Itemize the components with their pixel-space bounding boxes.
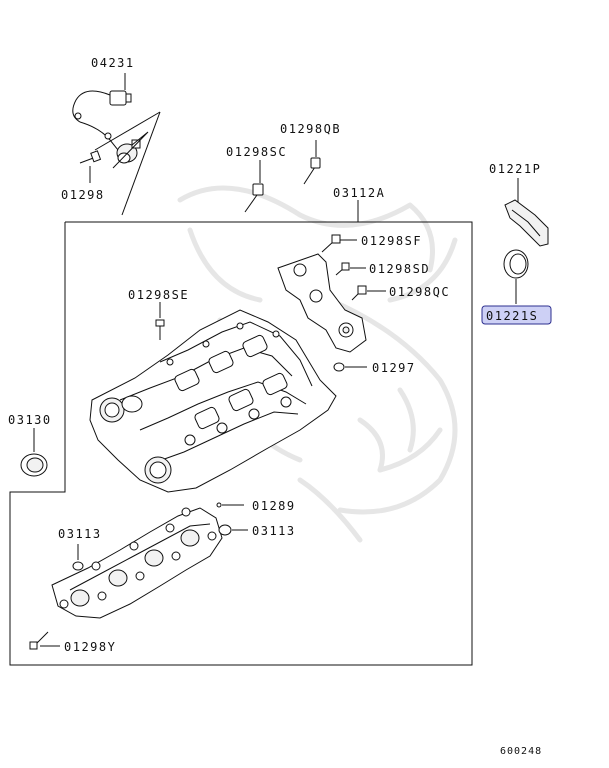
pin-01289[interactable]: [216, 502, 222, 508]
label-03113-left: 03113: [58, 527, 102, 541]
label-01221S[interactable]: 01221S: [486, 309, 538, 323]
cover-01221P[interactable]: [504, 199, 549, 247]
oil-seal-01221S[interactable]: [503, 249, 529, 279]
bolt-01298QB[interactable]: [303, 157, 321, 185]
label-01298QB: 01298QB: [280, 122, 341, 136]
bolt-01298[interactable]: [79, 150, 102, 164]
label-01298SD: 01298SD: [369, 262, 430, 276]
plug-01297[interactable]: [333, 362, 345, 372]
label-01298Y: 01298Y: [64, 640, 116, 654]
label-01289: 01289: [252, 499, 296, 513]
bolt-01298Y[interactable]: [29, 631, 49, 650]
bearing-cap-upper[interactable]: [277, 253, 367, 353]
label-01298SC: 01298SC: [226, 145, 287, 159]
label-01297: 01297: [372, 361, 416, 375]
diagram-code: 600248: [500, 746, 542, 757]
bolt-01298SF[interactable]: [321, 234, 341, 253]
label-03112A: 03112A: [333, 186, 385, 200]
bolt-01298SC[interactable]: [244, 183, 264, 213]
dowel-03113-left[interactable]: [72, 561, 84, 571]
label-01221P: 01221P: [489, 162, 541, 176]
oil-seal-03130[interactable]: [20, 453, 48, 477]
label-01298SE: 01298SE: [128, 288, 189, 302]
label-03113-right: 03113: [252, 524, 296, 538]
label-04231: 04231: [91, 56, 135, 70]
cylinder-head-03112A[interactable]: [89, 309, 337, 493]
bearing-cap-lower[interactable]: [51, 507, 223, 619]
label-01298SF: 01298SF: [361, 234, 422, 248]
label-01298QC: 01298QC: [389, 285, 450, 299]
dowel-03113-right[interactable]: [218, 524, 232, 536]
bolt-01298SD[interactable]: [335, 262, 350, 276]
bolt-01298SE[interactable]: [155, 319, 165, 340]
cam-sensor-04231[interactable]: [72, 90, 141, 164]
label-01298: 01298: [61, 188, 105, 202]
assembly-boundary: [9, 221, 473, 666]
label-03130: 03130: [8, 413, 52, 427]
bolt-01298QC[interactable]: [351, 285, 367, 301]
highlight-box-01221S: [481, 305, 552, 325]
